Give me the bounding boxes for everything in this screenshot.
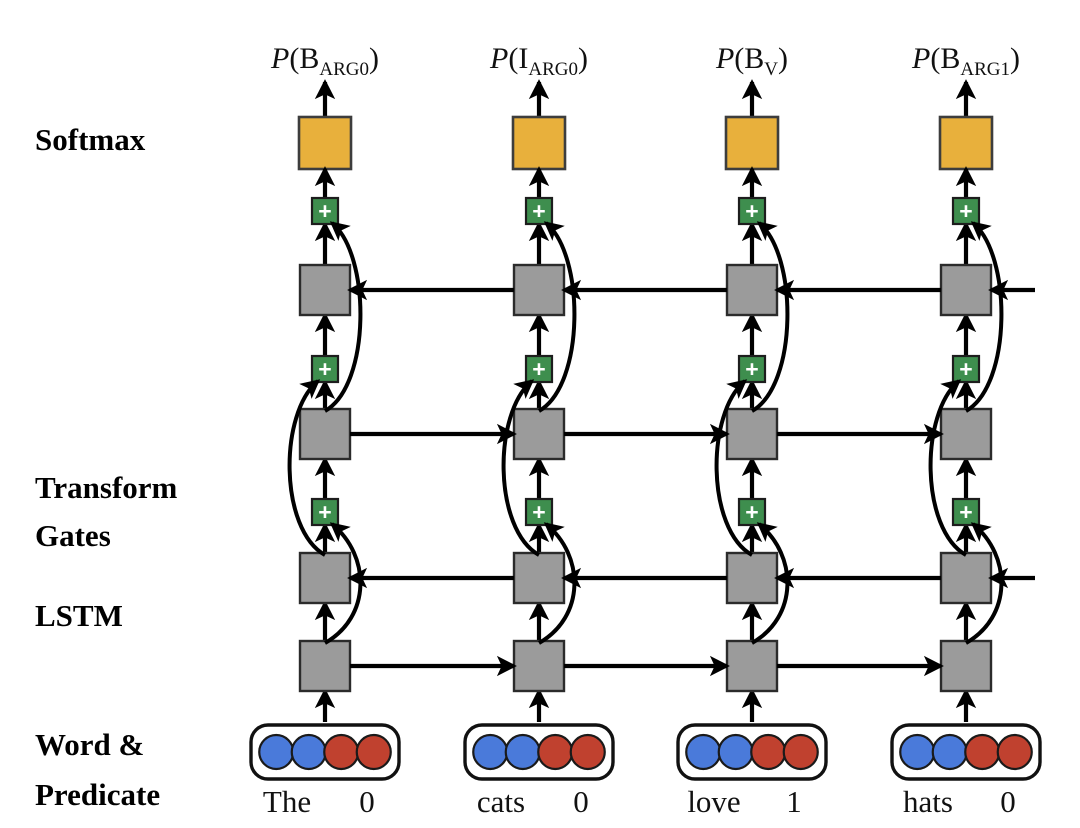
highway-skip-connection: [323, 221, 363, 413]
plus-glyph: +: [532, 356, 545, 382]
predicate-flag-1: 0: [573, 784, 589, 819]
token-word-1: cats: [477, 784, 525, 819]
word-embedding-dot: [717, 733, 754, 771]
softmax-box: [297, 115, 353, 171]
lstm-cell-row1: [725, 639, 779, 693]
plus-glyph: +: [318, 356, 331, 382]
highway-skip-connection: [537, 221, 577, 413]
word-embedding-dot: [931, 733, 968, 771]
token-column-0: + + +: [297, 79, 353, 722]
lstm-cell-row1: [298, 639, 352, 693]
highway-plus-node-1: [737, 497, 767, 527]
output-label-text: P(BV): [715, 42, 788, 80]
row-label-word-predicate: Predicate: [35, 777, 160, 812]
plus-glyph: +: [318, 198, 331, 224]
plus-glyph: +: [532, 499, 545, 525]
predicate-embedding-dot: [782, 733, 819, 771]
word-embedding-dot: [685, 733, 722, 771]
predicate-embedding-dot: [750, 733, 787, 771]
highway-skip-connection: [501, 379, 541, 557]
lstm-cell-row4: [298, 263, 352, 317]
softmax-box: [511, 115, 567, 171]
output-label-3: P(BARG1): [911, 42, 1020, 80]
highway-plus-node-1: [310, 497, 340, 527]
word-embedding-dot: [899, 733, 936, 771]
lstm-cell-row3: [939, 407, 993, 461]
embedding-group-1: [463, 723, 615, 781]
lstm-cell-row3: [725, 407, 779, 461]
lstm-cell-row3: [512, 407, 566, 461]
lstm-cell-row4: [939, 263, 993, 317]
lstm-cell-row1: [512, 639, 566, 693]
highway-skip-connection: [287, 379, 327, 557]
predicate-flag-3: 0: [1000, 784, 1016, 819]
predicate-embedding-dot: [996, 733, 1033, 771]
embedding-group-0: [249, 723, 401, 781]
lstm-cell-row3: [298, 407, 352, 461]
lstm-cell-row4: [512, 263, 566, 317]
predicate-embedding-dot: [323, 733, 360, 771]
embedding-group-2: [676, 723, 828, 781]
softmax-box: [724, 115, 780, 171]
softmax-box: [938, 115, 994, 171]
row-label-transform-gates: Gates: [35, 518, 111, 553]
plus-glyph: +: [318, 499, 331, 525]
row-label-transform-gates: Transform: [35, 470, 178, 505]
row-label-lstm: LSTM: [35, 598, 123, 633]
token-word-3: hats: [903, 784, 953, 819]
predicate-embedding-dot: [964, 733, 1001, 771]
token-word-2: love: [687, 784, 740, 819]
highway-plus-node-3: [951, 196, 981, 226]
highway-skip-connection: [964, 221, 1004, 413]
predicate-embedding-dot: [537, 733, 574, 771]
plus-glyph: +: [745, 499, 758, 525]
highway-plus-node-2: [951, 354, 981, 384]
word-embedding-dot: [290, 733, 327, 771]
output-label-text: P(BARG0): [270, 42, 379, 80]
word-embedding-dot: [472, 733, 509, 771]
predicate-flag-0: 0: [359, 784, 375, 819]
plus-glyph: +: [532, 198, 545, 224]
row-label-softmax: Softmax: [35, 122, 146, 157]
highway-plus-node-1: [951, 497, 981, 527]
predicate-embedding-dot: [569, 733, 606, 771]
highway-skip-connection: [750, 221, 790, 413]
predicate-embedding-dot: [355, 733, 392, 771]
predicate-flag-2: 1: [786, 784, 802, 819]
plus-glyph: +: [745, 356, 758, 382]
highway-plus-node-3: [310, 196, 340, 226]
embedding-group-3: [890, 723, 1042, 781]
word-embedding-dot: [504, 733, 541, 771]
output-label-1: P(IARG0): [489, 42, 588, 80]
highway-plus-node-3: [737, 196, 767, 226]
highway-plus-node-3: [524, 196, 554, 226]
token-column-3: + + +: [938, 79, 994, 722]
token-word-0: The: [263, 784, 311, 819]
plus-glyph: +: [959, 198, 972, 224]
lstm-cell-row2: [725, 551, 779, 605]
highway-skip-connection: [928, 379, 968, 557]
lstm-cell-row1: [939, 639, 993, 693]
row-label-word-predicate: Word &: [35, 727, 144, 762]
output-label-text: P(BARG1): [911, 42, 1020, 80]
plus-glyph: +: [959, 356, 972, 382]
lstm-cell-row2: [939, 551, 993, 605]
highway-plus-node-2: [737, 354, 767, 384]
highway-skip-connection: [714, 379, 754, 557]
highway-plus-node-1: [524, 497, 554, 527]
word-embedding-dot: [258, 733, 295, 771]
plus-glyph: +: [745, 198, 758, 224]
output-label-text: P(IARG0): [489, 42, 588, 80]
highway-plus-node-2: [524, 354, 554, 384]
output-label-2: P(BV): [715, 42, 788, 80]
output-label-0: P(BARG0): [270, 42, 379, 80]
lstm-cell-row2: [298, 551, 352, 605]
highway-plus-node-2: [310, 354, 340, 384]
lstm-cell-row2: [512, 551, 566, 605]
lstm-cell-row4: [725, 263, 779, 317]
plus-glyph: +: [959, 499, 972, 525]
